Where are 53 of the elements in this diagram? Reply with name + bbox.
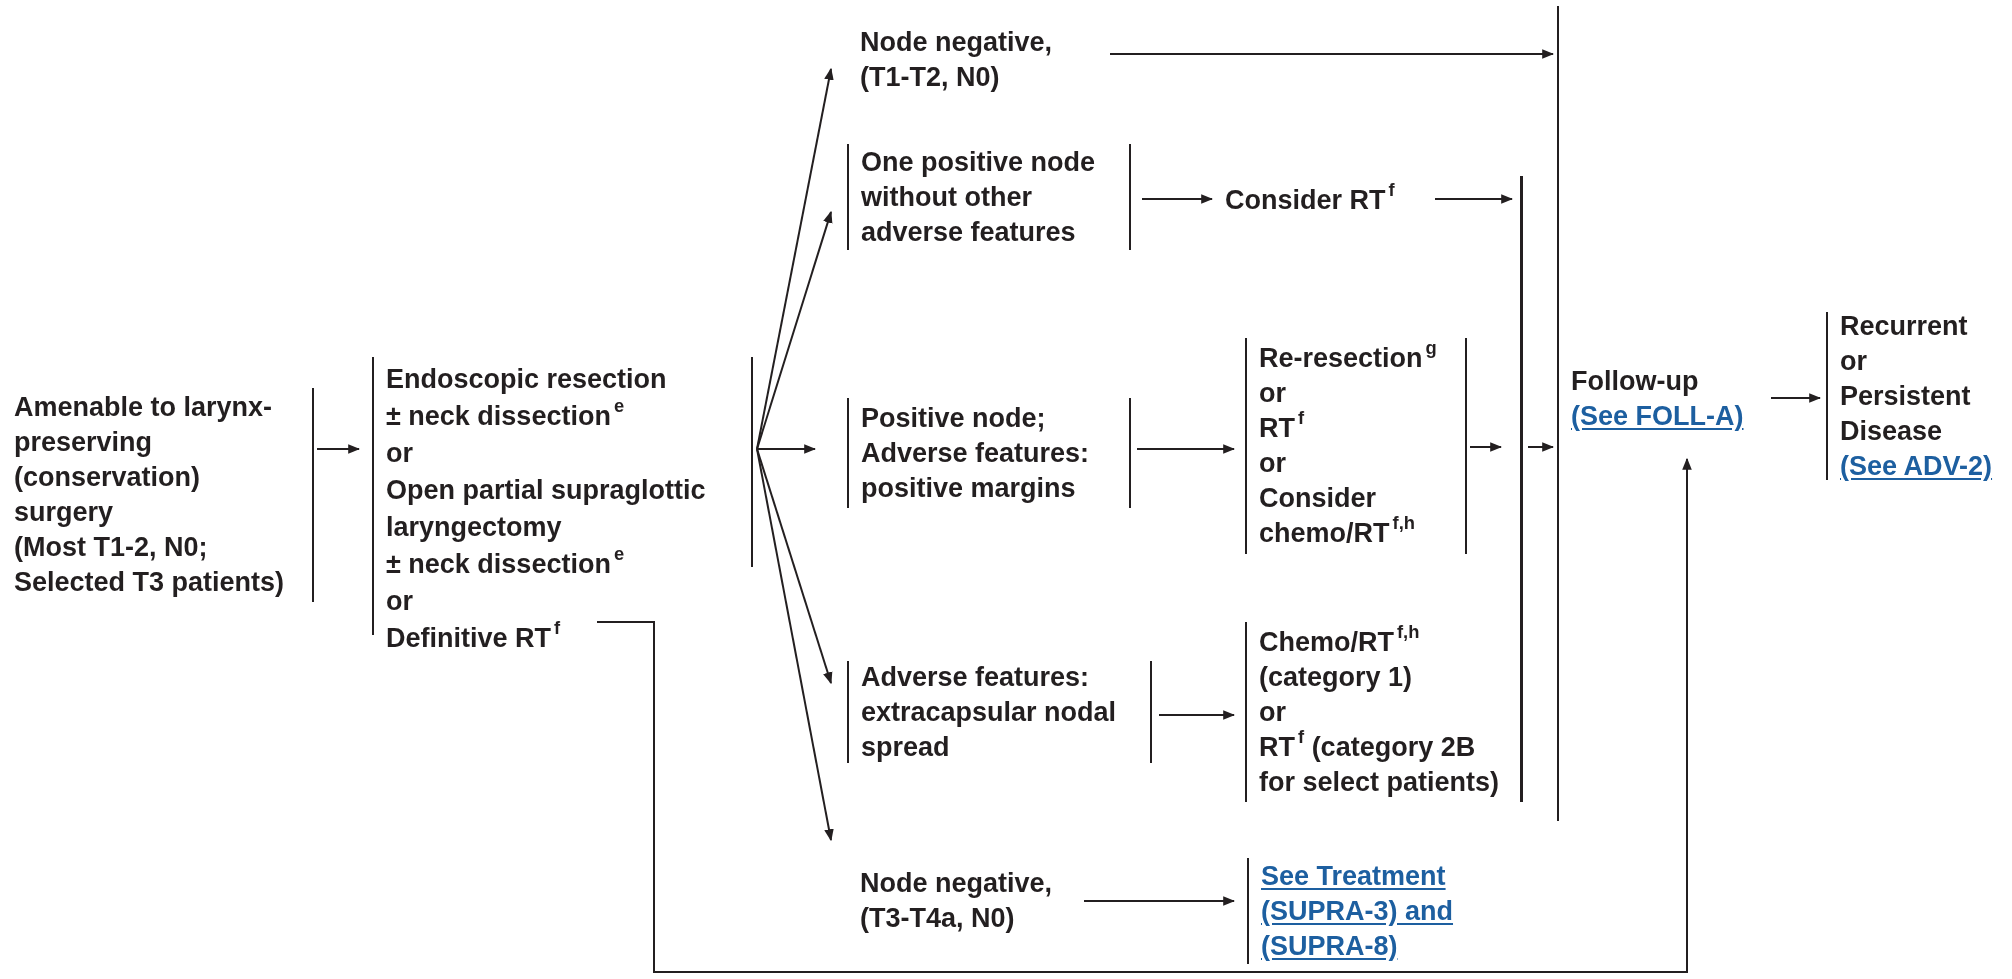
arrow <box>1158 710 1236 720</box>
condition-text <box>14 388 314 602</box>
node-text: Persistent Disease <box>1840 379 1972 448</box>
arrow <box>756 448 834 842</box>
node-text: Follow-up <box>1571 365 1700 398</box>
arrow <box>1434 194 1514 204</box>
node-text: Node negative, (T1-T2, N0) <box>860 26 1054 94</box>
node-text: ± neck dissection$^{e}$ <box>386 546 626 581</box>
finding-text <box>847 144 1131 250</box>
node-text: or <box>386 437 414 470</box>
node-text: Re-resection$^{g}$ <box>1259 341 1438 375</box>
node-text: or <box>386 585 414 618</box>
reference-link: See Treatment (SUPRA-3) and (SUPRA-8) <box>1261 859 1454 963</box>
node-text: Recurrent <box>1840 309 1969 343</box>
arrow <box>1770 393 1822 403</box>
node-text: Adverse features: positive margins <box>861 436 1091 505</box>
arrow <box>756 67 834 450</box>
node-text: Node negative, (T3-T4a, N0) <box>860 867 1054 935</box>
treatment-options <box>1245 338 1467 554</box>
node-text: Chemo/RT$^{f,h}$ (category 1) <box>1259 624 1421 694</box>
arrow <box>756 448 833 685</box>
node-text: Consider RT$^{f}$ <box>1225 182 1396 217</box>
node-text: Open partial supraglottic laryngectomy <box>386 474 707 544</box>
reference-link: (See ADV-2) <box>1840 449 1994 483</box>
arrow <box>1083 896 1236 906</box>
node-text: One positive node without other adverse features <box>861 145 1097 249</box>
node-text: Adverse features: extracapsular nodal spread <box>861 660 1118 764</box>
node-text: RT$^{f}$ <box>1259 411 1306 445</box>
arrow <box>316 444 361 454</box>
node-text: ± neck dissection$^{e}$ <box>386 398 626 433</box>
reference-link: (See FOLL-A) <box>1571 400 1745 433</box>
arrow <box>596 457 1692 973</box>
arrow <box>1141 194 1214 204</box>
node-text: Definitive RT$^{f}$ <box>386 620 562 655</box>
bracket-bar <box>1520 176 1523 802</box>
node-text: Consider chemo/RT$^{f,h}$ <box>1259 482 1416 550</box>
finding-text <box>847 398 1131 508</box>
node-text: RT$^{f}$ (category 2B for select patients) <box>1259 729 1501 799</box>
finding-text <box>847 661 1152 763</box>
arrow <box>756 210 833 450</box>
node-text: or <box>1259 377 1287 410</box>
node-text: Positive node; <box>861 401 1047 435</box>
node-text: Endoscopic resection <box>386 363 668 396</box>
arrow <box>756 444 817 454</box>
arrow <box>1109 49 1555 59</box>
node-text: (Most T1-2, N0; Selected T3 patients) <box>14 531 286 599</box>
node-text: or <box>1840 344 1868 378</box>
arrow <box>1469 442 1503 452</box>
arrow <box>1527 442 1555 452</box>
node-text: or <box>1259 447 1287 480</box>
arrow <box>1136 444 1236 454</box>
node-text: or <box>1259 695 1287 729</box>
node-text: Amenable to larynx-preserving (conservation) surgery <box>14 391 274 529</box>
